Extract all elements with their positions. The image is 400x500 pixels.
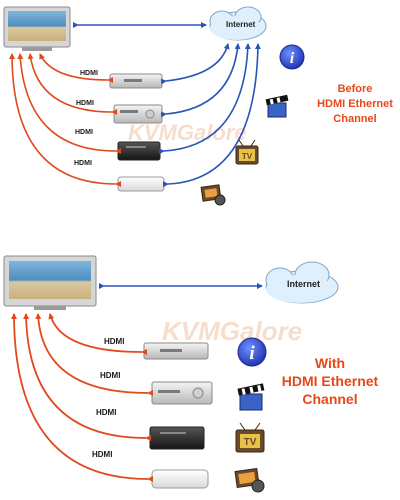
top-caption-line-1: Before <box>338 83 373 95</box>
bottom-clapper-icon <box>237 383 265 411</box>
top-photo-icon <box>200 184 226 206</box>
top-cloud-icon <box>209 6 267 41</box>
bottom-cloud-label: Internet <box>287 279 320 289</box>
bottom-apple-tv <box>151 469 209 489</box>
bottom-watermark: KVMGalore <box>162 316 302 346</box>
top-panel: KVMGalore Internet <box>3 6 393 206</box>
svg-text:i: i <box>249 343 255 364</box>
top-info-icon: i <box>279 44 305 70</box>
bottom-caption-line-3: Channel <box>302 391 357 407</box>
bottom-hdmi-label-4: HDMI <box>92 450 112 459</box>
bottom-hdmi-arrows <box>11 313 154 483</box>
bottom-hdmi-label-1: HDMI <box>104 337 124 346</box>
bottom-media-box <box>149 426 205 450</box>
top-caption-line-2: HDMI Ethernet <box>317 98 393 110</box>
top-hdmi-label-2: HDMI <box>76 100 94 107</box>
bottom-tv-app-icon: TV <box>235 422 265 453</box>
top-media-box <box>117 141 161 161</box>
bottom-tv-icon <box>3 255 97 310</box>
bottom-photo-icon <box>234 467 265 493</box>
bottom-hdmi-label-3: HDMI <box>96 408 116 417</box>
top-hdmi-label-4: HDMI <box>74 160 92 167</box>
top-ethernet-arrows <box>158 43 261 188</box>
top-receiver <box>113 104 163 124</box>
bottom-caption-line-2: HDMI Ethernet <box>282 373 379 389</box>
top-caption-line-3: Channel <box>333 113 376 125</box>
top-dvd-player <box>109 73 163 89</box>
top-tv-app-icon: TV <box>235 139 259 165</box>
bottom-receiver <box>151 381 213 405</box>
top-hdmi-label-1: HDMI <box>80 70 98 77</box>
top-watermark: KVMGalore <box>128 120 247 145</box>
bottom-hdmi-label-2: HDMI <box>100 371 120 380</box>
bottom-info-icon: i <box>237 337 267 367</box>
top-apple-tv <box>117 176 165 192</box>
svg-text:i: i <box>290 50 295 67</box>
top-hdmi-label-3: HDMI <box>75 129 93 136</box>
top-tv-icon <box>3 6 71 51</box>
bottom-panel: KVMGalore Internet <box>3 255 379 493</box>
bottom-caption-line-1: With <box>315 355 345 371</box>
svg-text:TV: TV <box>244 437 257 448</box>
top-clapper-icon <box>265 94 289 118</box>
svg-text:TV: TV <box>242 152 253 161</box>
top-hdmi-arrows <box>9 53 122 188</box>
bottom-cloud-icon <box>265 261 339 304</box>
top-cloud-label: Internet <box>226 20 256 29</box>
bottom-dvd-player <box>143 342 209 360</box>
